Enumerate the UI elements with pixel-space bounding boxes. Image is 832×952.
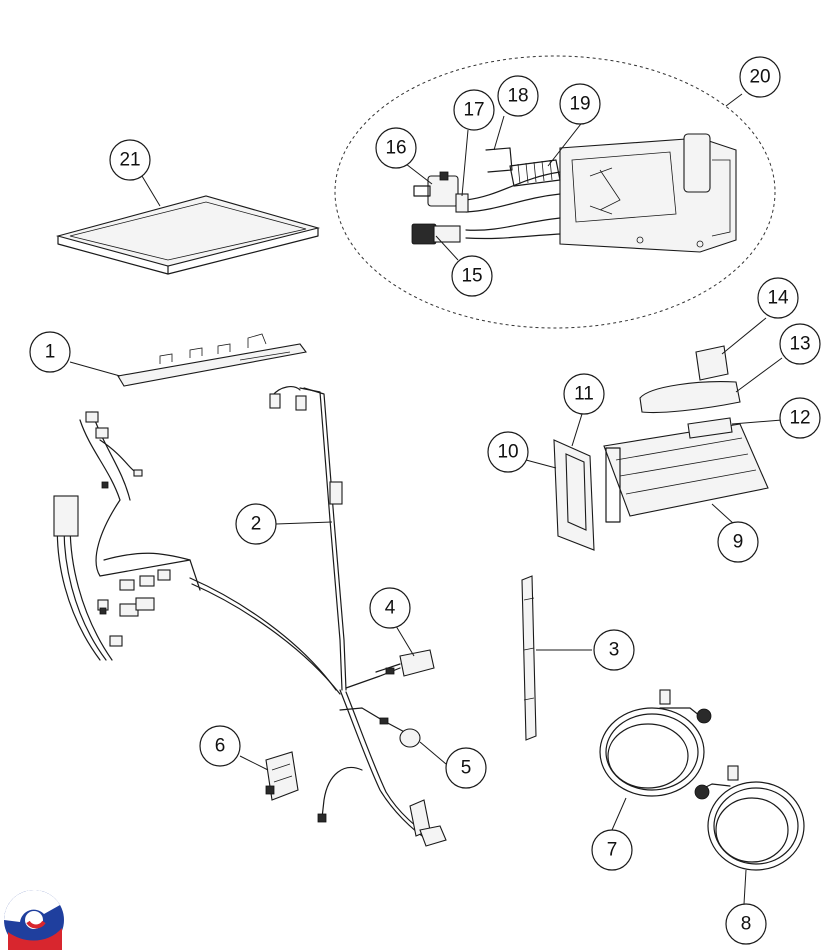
- part-1-control-bracket: [117, 333, 307, 387]
- callout-19: 19: [559, 83, 601, 125]
- callout-7: 7: [591, 829, 633, 871]
- callout-6: 6: [199, 725, 241, 767]
- callout-2: 2: [235, 503, 277, 545]
- part-21-top-panel: [55, 195, 321, 275]
- callout-17: 17: [453, 89, 495, 131]
- part-13-softener-cup: [639, 381, 741, 414]
- callout-label: 11: [574, 384, 594, 405]
- callout-label: 4: [385, 598, 396, 619]
- part-20-water-box-assembly: [465, 133, 737, 253]
- part-4-sensor: [375, 649, 435, 677]
- callout-label: 18: [507, 86, 528, 107]
- callout-label: 19: [569, 94, 590, 115]
- callout-14: 14: [757, 277, 799, 319]
- leader-lines: [69, 93, 783, 905]
- callout-label: 12: [789, 408, 810, 429]
- callout-15: 15: [451, 255, 493, 297]
- part-18-hose: [485, 147, 513, 173]
- callout-5: 5: [445, 747, 487, 789]
- callout-20: 20: [739, 56, 781, 98]
- callout-label: 7: [607, 840, 618, 861]
- callout-label: 9: [733, 532, 744, 553]
- part-7-inlet-hose: [599, 689, 712, 797]
- part-8-inlet-hose: [694, 765, 805, 871]
- callout-label: 15: [461, 266, 482, 287]
- callout-label: 8: [741, 914, 752, 935]
- callout-3: 3: [593, 629, 635, 671]
- callout-label: 5: [461, 758, 472, 779]
- part-17-valve-connector: [455, 193, 469, 213]
- callout-1: 1: [29, 331, 71, 373]
- part-15-inlet-valve: [411, 223, 461, 245]
- callout-11: 11: [563, 373, 605, 415]
- callout-16: 16: [375, 127, 417, 169]
- callout-label: 16: [385, 138, 406, 159]
- part-12-siphon-cap: [687, 417, 733, 439]
- part-19-bellows-hose: [509, 159, 561, 187]
- callout-label: 17: [463, 100, 484, 121]
- group-20-outline: [334, 55, 776, 329]
- callout-13: 13: [779, 323, 821, 365]
- callout-18: 18: [497, 75, 539, 117]
- callout-10: 10: [487, 431, 529, 473]
- callout-4: 4: [369, 587, 411, 629]
- part-16-inlet-valve: [413, 171, 459, 207]
- part-9-dispenser-housing: [603, 423, 769, 523]
- part-3-bracket-strip: [521, 575, 537, 741]
- callout-label: 2: [251, 514, 262, 535]
- callout-21: 21: [109, 139, 151, 181]
- callout-label: 20: [749, 67, 770, 88]
- callout-9: 9: [717, 521, 759, 563]
- callout-label: 6: [215, 736, 226, 757]
- callout-label: 21: [119, 150, 140, 171]
- part-11-drawer-handle-panel: [565, 453, 587, 531]
- part-5-thermistor: [379, 717, 421, 748]
- callout-label: 3: [609, 640, 620, 661]
- callout-label: 13: [789, 334, 810, 355]
- part-14-cup-cover: [695, 345, 729, 381]
- callout-label: 1: [45, 342, 56, 363]
- brand-swirl-logo-icon: [3, 889, 64, 950]
- callout-label: 10: [497, 442, 518, 463]
- callout-8: 8: [725, 903, 767, 945]
- callout-12: 12: [779, 397, 821, 439]
- part-6-door-lock: [265, 751, 299, 801]
- callout-label: 14: [767, 288, 789, 309]
